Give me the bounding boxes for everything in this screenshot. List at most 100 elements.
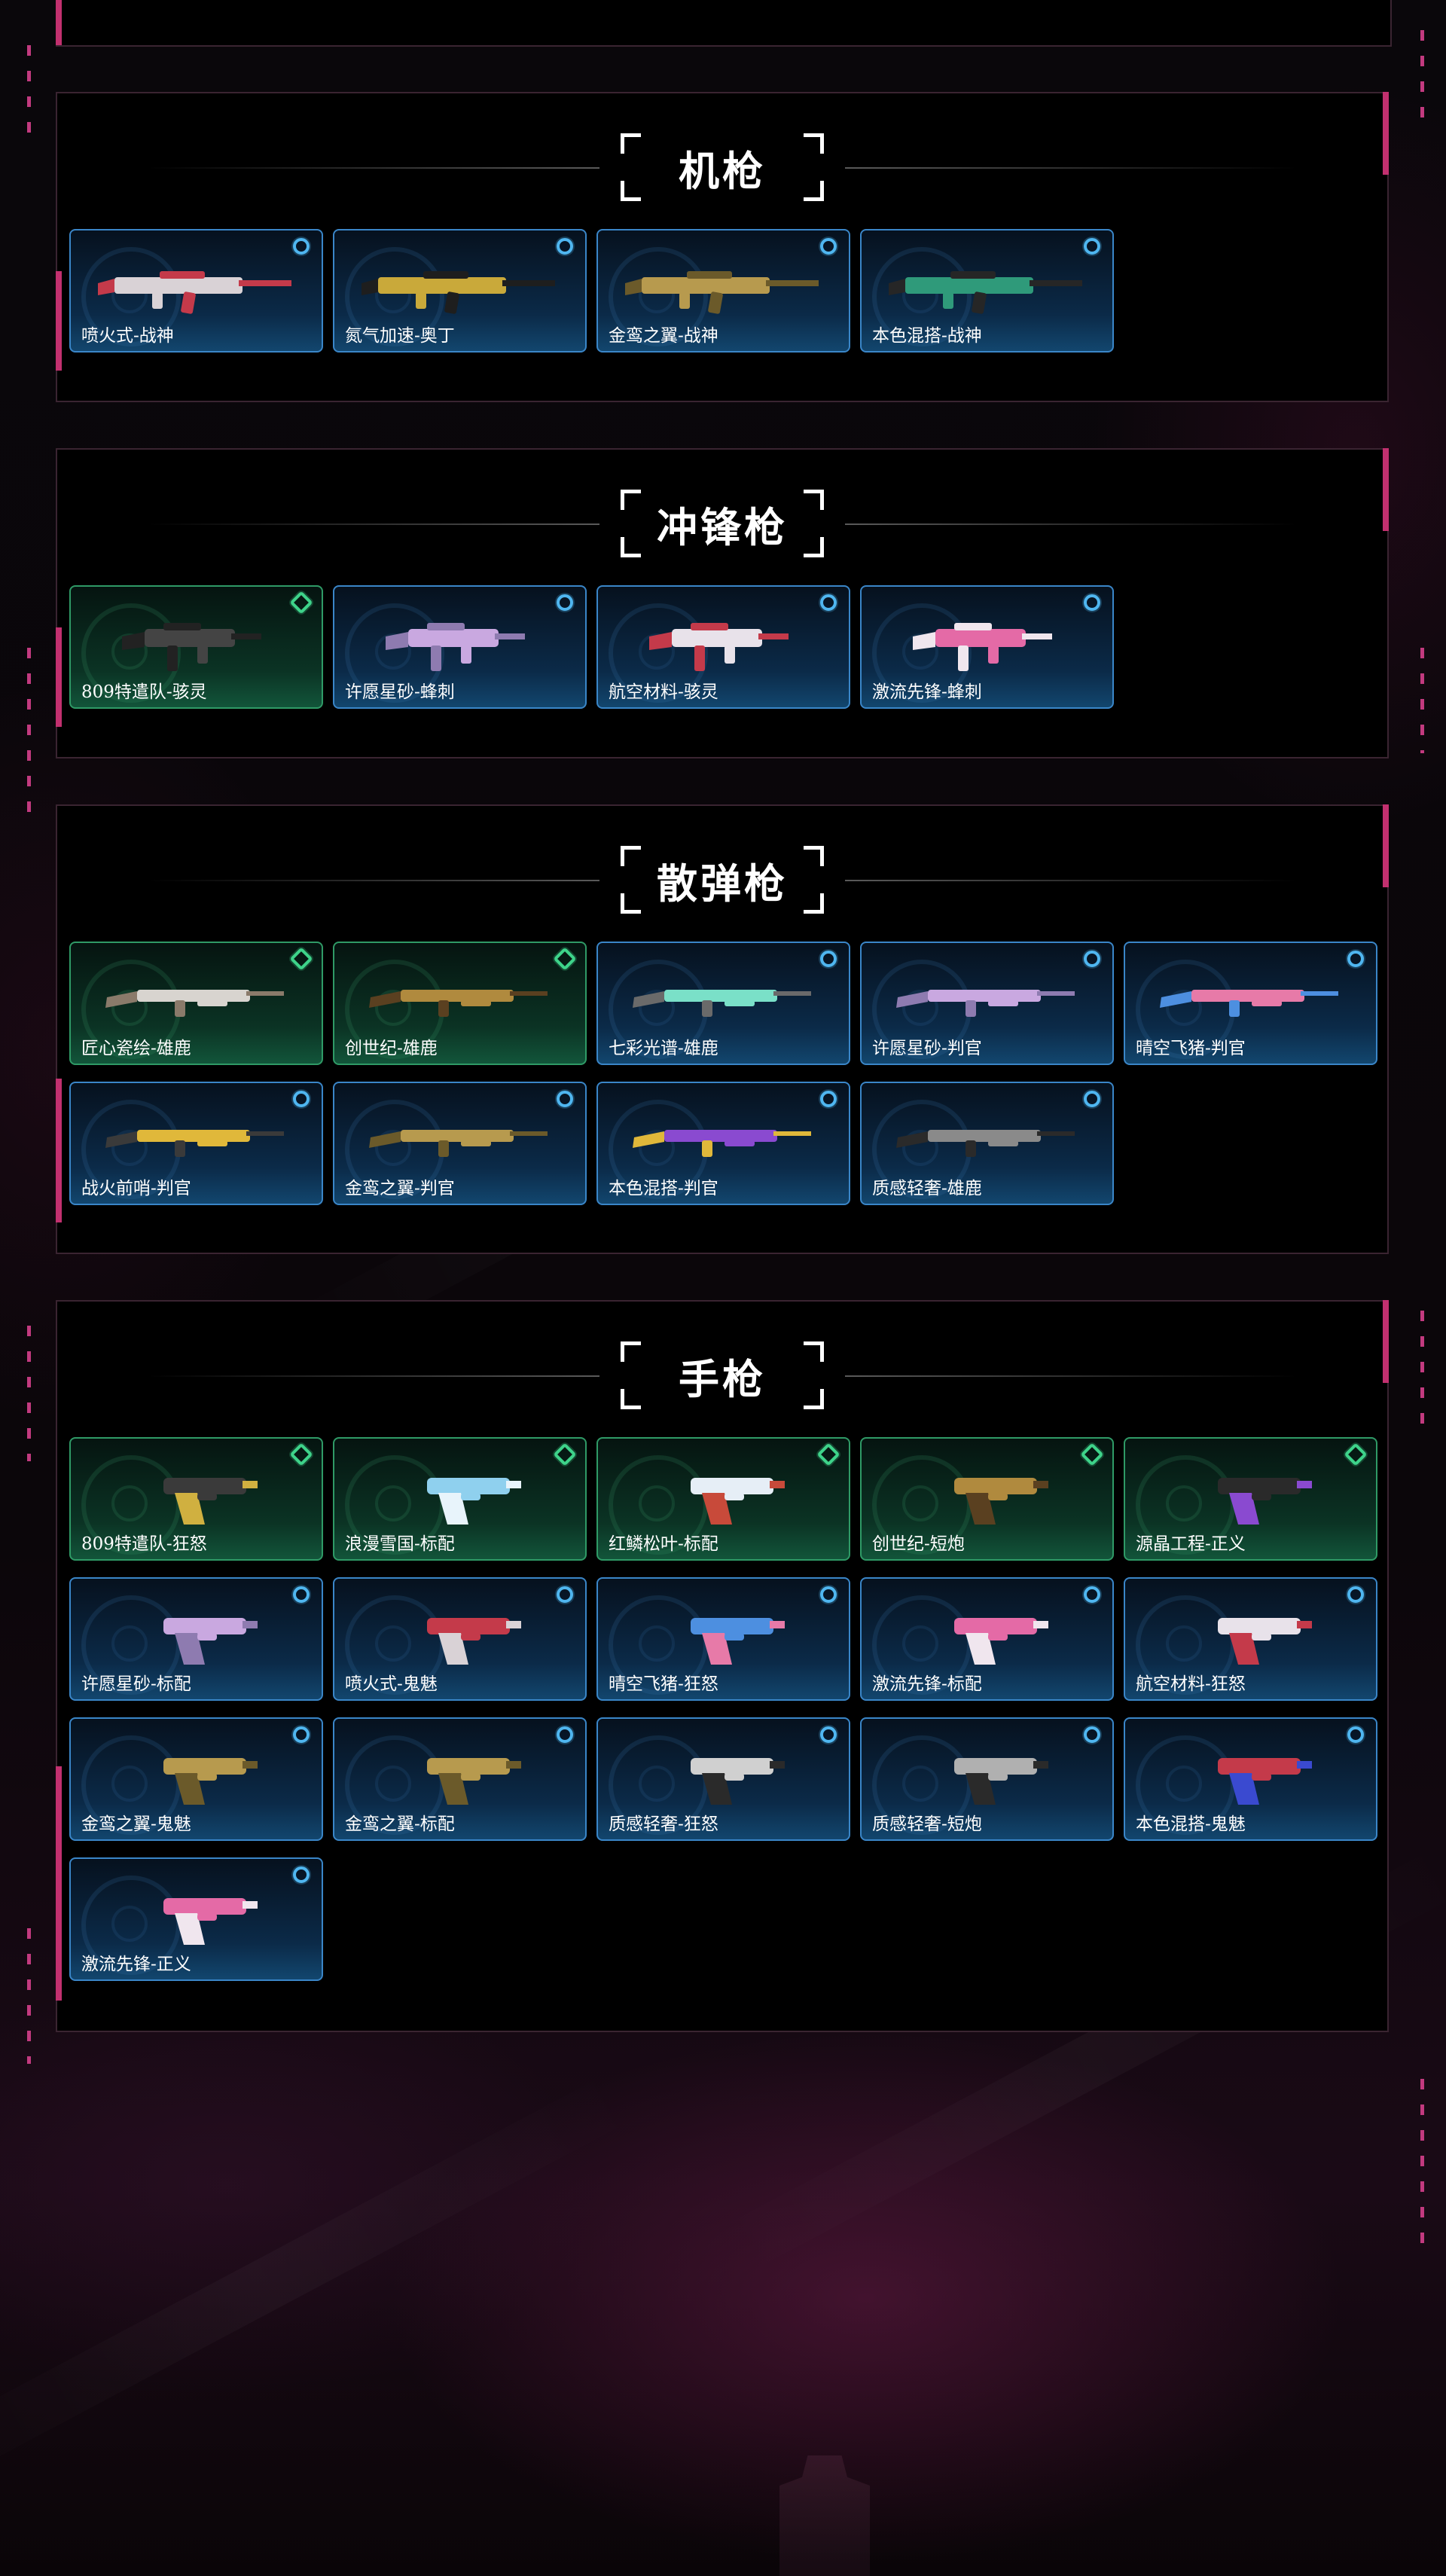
weapon-card[interactable]: 许愿星砂-判官 <box>860 942 1114 1065</box>
weapon-card[interactable]: 809特遣队-骇灵 <box>69 585 323 709</box>
card-ring-decoration <box>609 603 708 703</box>
card-ring-decoration <box>1166 1766 1202 1802</box>
side-decoration <box>1420 648 1424 753</box>
shotgun-icon <box>1160 990 1338 1017</box>
pistol-icon <box>691 1758 785 1805</box>
weapon-name: 七彩光谱-雄鹿 <box>609 1039 718 1058</box>
weapon-card[interactable]: 创世纪-雄鹿 <box>333 942 587 1065</box>
panel-accent <box>1383 1300 1389 1383</box>
weapon-name: 本色混搭-判官 <box>609 1179 718 1198</box>
panel-accent <box>56 271 62 371</box>
weapon-card[interactable]: 战火前哨-判官 <box>69 1082 323 1205</box>
rarity-icon <box>1084 238 1100 255</box>
weapon-name: 许愿星砂-蜂刺 <box>345 682 455 702</box>
weapon-name: 金鸾之翼-鬼魅 <box>81 1814 191 1834</box>
weapon-card[interactable]: 激流先锋-标配 <box>860 1577 1114 1701</box>
rarity-icon <box>293 238 310 255</box>
rarity-icon <box>557 238 573 255</box>
weapon-card[interactable]: 创世纪-短炮 <box>860 1437 1114 1561</box>
weapon-section-panel: 冲锋枪 809特遣队-骇灵 许愿星砂-蜂刺 航空材料-骇灵 激 <box>56 448 1389 758</box>
weapon-name: 晴空飞猪-狂怒 <box>609 1674 718 1694</box>
weapon-section-panel: 手枪 809特遣队-狂怒 浪漫雪国-标配 红鳞松叶-标配 创世纪-短炮 源晶工程… <box>56 1300 1389 2032</box>
title-bracket: 手枪 <box>621 1341 824 1409</box>
pistol-icon <box>1218 1478 1312 1525</box>
shotgun-icon <box>633 1130 811 1157</box>
card-ring-decoration <box>111 1130 148 1166</box>
weapon-grid: 喷火式-战神 氮气加速-奥丁 金鸾之翼-战神 本色混搭-战神 <box>69 229 1377 353</box>
weapon-grid: 匠心瓷绘-雄鹿 创世纪-雄鹿 七彩光谱-雄鹿 许愿星砂-判官 晴空飞猪-判官 <box>69 942 1377 1205</box>
shotgun-icon <box>369 1130 548 1157</box>
card-ring-decoration <box>111 1625 148 1662</box>
weapon-name: 喷火式-战神 <box>81 326 174 346</box>
rarity-icon <box>557 1091 573 1107</box>
weapon-card[interactable]: 本色混搭-战神 <box>860 229 1114 353</box>
weapon-card[interactable]: 金鸾之翼-判官 <box>333 1082 587 1205</box>
shotgun-icon <box>105 1130 284 1157</box>
weapon-card[interactable]: 质感轻奢-短炮 <box>860 1717 1114 1841</box>
weapon-name: 战火前哨-判官 <box>81 1179 191 1198</box>
weapon-card[interactable]: 激流先锋-蜂刺 <box>860 585 1114 709</box>
weapon-card[interactable]: 金鸾之翼-标配 <box>333 1717 587 1841</box>
weapon-card[interactable]: 激流先锋-正义 <box>69 1857 323 1981</box>
machine-gun-icon <box>625 271 819 314</box>
rarity-icon <box>820 594 837 611</box>
machine-gun-icon <box>362 271 555 314</box>
weapon-card[interactable]: 晴空飞猪-判官 <box>1124 942 1377 1065</box>
rarity-icon <box>1347 1726 1364 1743</box>
rarity-icon <box>1347 1586 1364 1603</box>
card-ring-decoration <box>375 1485 411 1521</box>
card-ring-decoration <box>872 247 972 346</box>
weapon-name: 红鳞松叶-标配 <box>609 1534 718 1554</box>
weapon-card[interactable]: 匠心瓷绘-雄鹿 <box>69 942 323 1065</box>
section-header: 手枪 <box>57 1338 1387 1413</box>
card-ring-decoration <box>375 990 411 1026</box>
weapon-name: 创世纪-短炮 <box>872 1534 965 1554</box>
weapon-card[interactable]: 浪漫雪国-标配 <box>333 1437 587 1561</box>
panel-accent <box>1383 92 1389 175</box>
weapon-card[interactable]: 晴空飞猪-狂怒 <box>596 1577 850 1701</box>
weapon-name: 金鸾之翼-判官 <box>345 1179 455 1198</box>
divider-line <box>845 523 1297 525</box>
weapon-card[interactable]: 航空材料-骇灵 <box>596 585 850 709</box>
weapon-name: 航空材料-骇灵 <box>609 682 718 702</box>
card-ring-decoration <box>345 603 444 703</box>
card-ring-decoration <box>1166 1625 1202 1662</box>
weapon-card[interactable]: 七彩光谱-雄鹿 <box>596 942 850 1065</box>
rarity-icon <box>557 1586 573 1603</box>
weapon-card[interactable]: 金鸾之翼-战神 <box>596 229 850 353</box>
weapon-grid: 809特遣队-狂怒 浪漫雪国-标配 红鳞松叶-标配 创世纪-短炮 源晶工程-正义… <box>69 1437 1377 1981</box>
rarity-icon <box>1084 1586 1100 1603</box>
weapon-card[interactable]: 809特遣队-狂怒 <box>69 1437 323 1561</box>
weapon-card[interactable]: 源晶工程-正义 <box>1124 1437 1377 1561</box>
card-ring-decoration <box>111 1906 148 1942</box>
weapon-card[interactable]: 航空材料-狂怒 <box>1124 1577 1377 1701</box>
weapon-card[interactable]: 许愿星砂-标配 <box>69 1577 323 1701</box>
weapon-card[interactable]: 质感轻奢-雄鹿 <box>860 1082 1114 1205</box>
weapon-name: 许愿星砂-判官 <box>872 1039 982 1058</box>
smg-icon <box>386 623 525 671</box>
weapon-card[interactable]: 氮气加速-奥丁 <box>333 229 587 353</box>
weapon-name: 喷火式-鬼魅 <box>345 1674 438 1694</box>
section-title: 冲锋枪 <box>657 503 788 551</box>
rarity-icon <box>293 1866 310 1883</box>
weapon-card[interactable]: 喷火式-鬼魅 <box>333 1577 587 1701</box>
side-decoration <box>1420 30 1424 121</box>
side-decoration <box>1420 2079 1424 2245</box>
weapon-card[interactable]: 本色混搭-鬼魅 <box>1124 1717 1377 1841</box>
weapon-card[interactable]: 本色混搭-判官 <box>596 1082 850 1205</box>
weapon-name: 质感轻奢-狂怒 <box>609 1814 718 1834</box>
rarity-icon <box>1347 951 1364 967</box>
pistol-icon <box>163 1618 258 1665</box>
card-ring-decoration <box>81 247 181 346</box>
weapon-card[interactable]: 喷火式-战神 <box>69 229 323 353</box>
weapon-name: 质感轻奢-短炮 <box>872 1814 982 1834</box>
pistol-icon <box>954 1478 1048 1525</box>
weapon-name: 809特遣队-狂怒 <box>81 1534 207 1554</box>
pistol-icon <box>954 1758 1048 1805</box>
weapon-card[interactable]: 许愿星砂-蜂刺 <box>333 585 587 709</box>
weapon-card[interactable]: 金鸾之翼-鬼魅 <box>69 1717 323 1841</box>
divider-line <box>845 1375 1297 1377</box>
weapon-card[interactable]: 质感轻奢-狂怒 <box>596 1717 850 1841</box>
weapon-card[interactable]: 红鳞松叶-标配 <box>596 1437 850 1561</box>
